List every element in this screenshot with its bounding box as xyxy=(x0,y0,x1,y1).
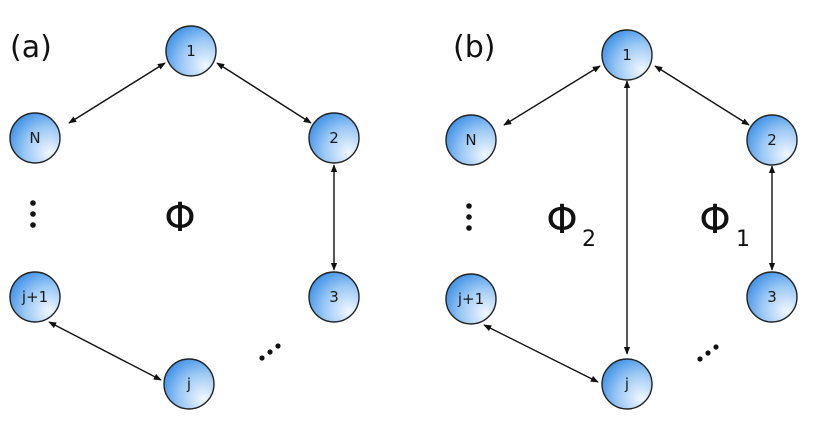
diagonal-ellipsis-b xyxy=(697,344,719,362)
node-1-b: 1 xyxy=(601,29,653,81)
node-j: j xyxy=(163,358,215,410)
vertical-ellipsis-b xyxy=(466,203,472,231)
node-1-b-label: 1 xyxy=(622,46,632,64)
node-3-label: 3 xyxy=(329,288,339,306)
node-2: 2 xyxy=(308,112,360,164)
flux-symbol: Φ xyxy=(164,195,195,241)
node-1: 1 xyxy=(165,25,217,77)
node-2-b: 2 xyxy=(746,114,798,166)
node-j-plus-1: j+1 xyxy=(9,271,61,323)
node-j-b-label: j xyxy=(624,375,629,393)
flux-2-subscript: 2 xyxy=(582,227,596,252)
node-3: 3 xyxy=(308,271,360,323)
node-2-label: 2 xyxy=(329,129,339,147)
node-j-plus-1-b-label: j+1 xyxy=(457,290,484,308)
edge-j1-j xyxy=(48,321,162,381)
flux-1-symbol: Φ xyxy=(699,197,730,243)
node-j-plus-1-b: j+1 xyxy=(445,273,497,325)
edge-1-2-b xyxy=(654,65,750,126)
vertical-ellipsis xyxy=(30,200,36,228)
panel-a: (a) 1 N 2 3 j+1 j xyxy=(9,25,360,410)
node-j-plus-1-label: j+1 xyxy=(21,288,48,306)
flux-2-symbol: Φ xyxy=(546,197,577,243)
flux-1-subscript: 1 xyxy=(736,227,750,252)
node-N-b: N xyxy=(445,114,497,166)
diagonal-ellipsis xyxy=(259,343,281,361)
node-N: N xyxy=(9,112,61,164)
edge-1-N xyxy=(68,62,166,124)
node-3-b-label: 3 xyxy=(767,288,777,306)
node-N-b-label: N xyxy=(465,131,476,149)
node-2-b-label: 2 xyxy=(767,131,777,149)
node-1-label: 1 xyxy=(186,42,196,60)
edge-j1-j-b xyxy=(483,324,599,383)
node-j-b: j xyxy=(601,358,653,410)
panel-b: (b) 1 N 2 3 j+1 j xyxy=(445,29,798,410)
panel-b-label: (b) xyxy=(453,30,495,65)
edge-1-N-b xyxy=(503,65,601,126)
node-3-b: 3 xyxy=(746,271,798,323)
node-N-label: N xyxy=(29,129,40,147)
node-j-label: j xyxy=(186,375,191,393)
edge-1-2 xyxy=(216,62,312,124)
panel-a-label: (a) xyxy=(10,30,52,65)
